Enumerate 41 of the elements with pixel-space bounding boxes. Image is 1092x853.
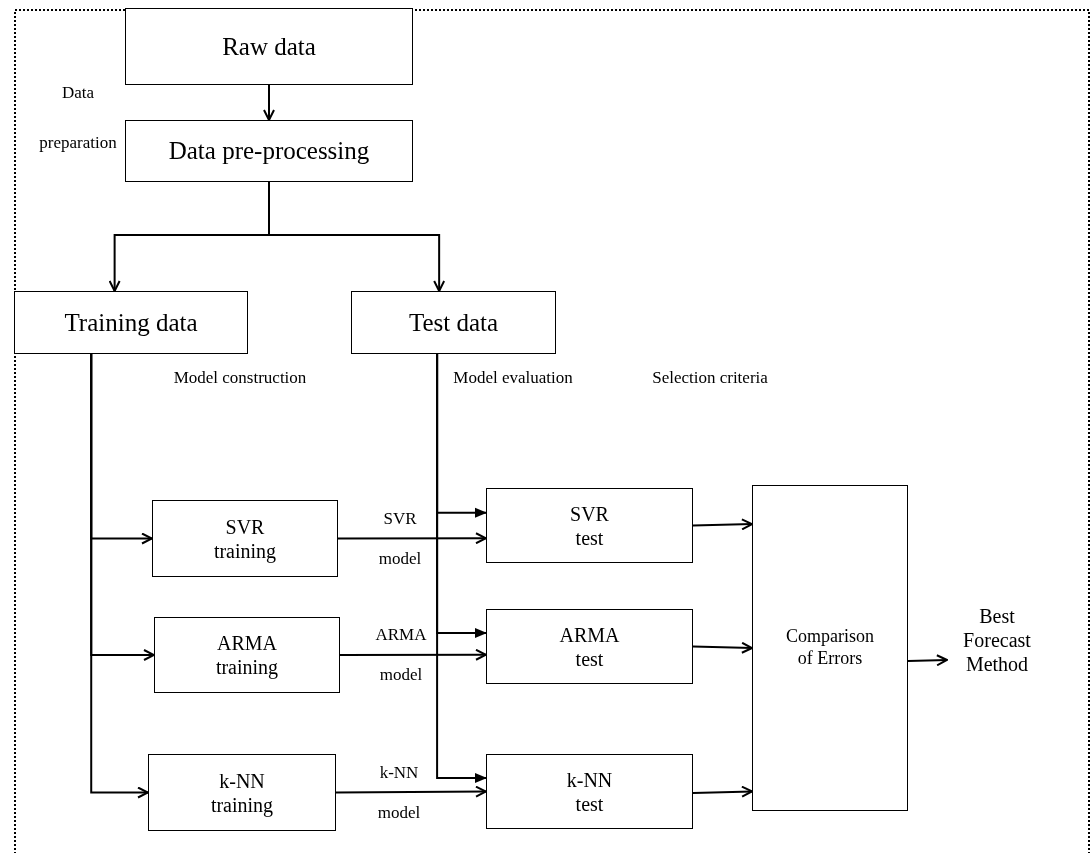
box-label: Comparison of Errors xyxy=(785,626,875,670)
process-box xyxy=(125,120,413,182)
section-label: Selection criteria xyxy=(651,367,769,389)
box-label: Raw data xyxy=(222,31,316,62)
arrow xyxy=(90,353,149,799)
arrow xyxy=(692,785,753,798)
arrow xyxy=(692,641,753,654)
box-label: k-NN training xyxy=(209,768,275,817)
process-box xyxy=(486,609,693,684)
arrow xyxy=(436,353,487,783)
box-label: Training data xyxy=(64,307,198,338)
section-label: Model construction xyxy=(172,367,308,389)
box-label: ARMA training xyxy=(214,631,280,679)
edge-label: k-NN model xyxy=(376,761,422,824)
process-box xyxy=(152,500,338,577)
edge-label: SVR model xyxy=(377,507,423,570)
process-box xyxy=(486,488,693,563)
box-label: k-NN test xyxy=(565,767,614,816)
box-label: Test data xyxy=(408,307,499,338)
process-box xyxy=(486,754,693,829)
box-label: SVR training xyxy=(212,514,278,563)
process-box xyxy=(351,291,556,354)
process-box xyxy=(752,485,908,811)
arrow xyxy=(263,84,275,121)
process-box xyxy=(14,291,248,354)
section-label: Model evaluation xyxy=(452,367,574,389)
arrow xyxy=(907,654,948,667)
process-box xyxy=(148,754,336,831)
arrow xyxy=(339,648,487,661)
arrow xyxy=(337,532,487,545)
section-label: Data preparation xyxy=(38,82,118,154)
arrow xyxy=(692,518,753,531)
arrow xyxy=(335,785,487,798)
box-label: Data pre-processing xyxy=(168,136,370,166)
box-label: SVR test xyxy=(569,501,610,550)
process-box xyxy=(154,617,340,693)
process-box xyxy=(125,8,413,85)
arrow xyxy=(268,181,446,292)
output-label: Best Forecast Method xyxy=(962,604,1032,676)
edge-label: ARMA model xyxy=(374,624,428,686)
box-label: ARMA test xyxy=(558,622,621,671)
